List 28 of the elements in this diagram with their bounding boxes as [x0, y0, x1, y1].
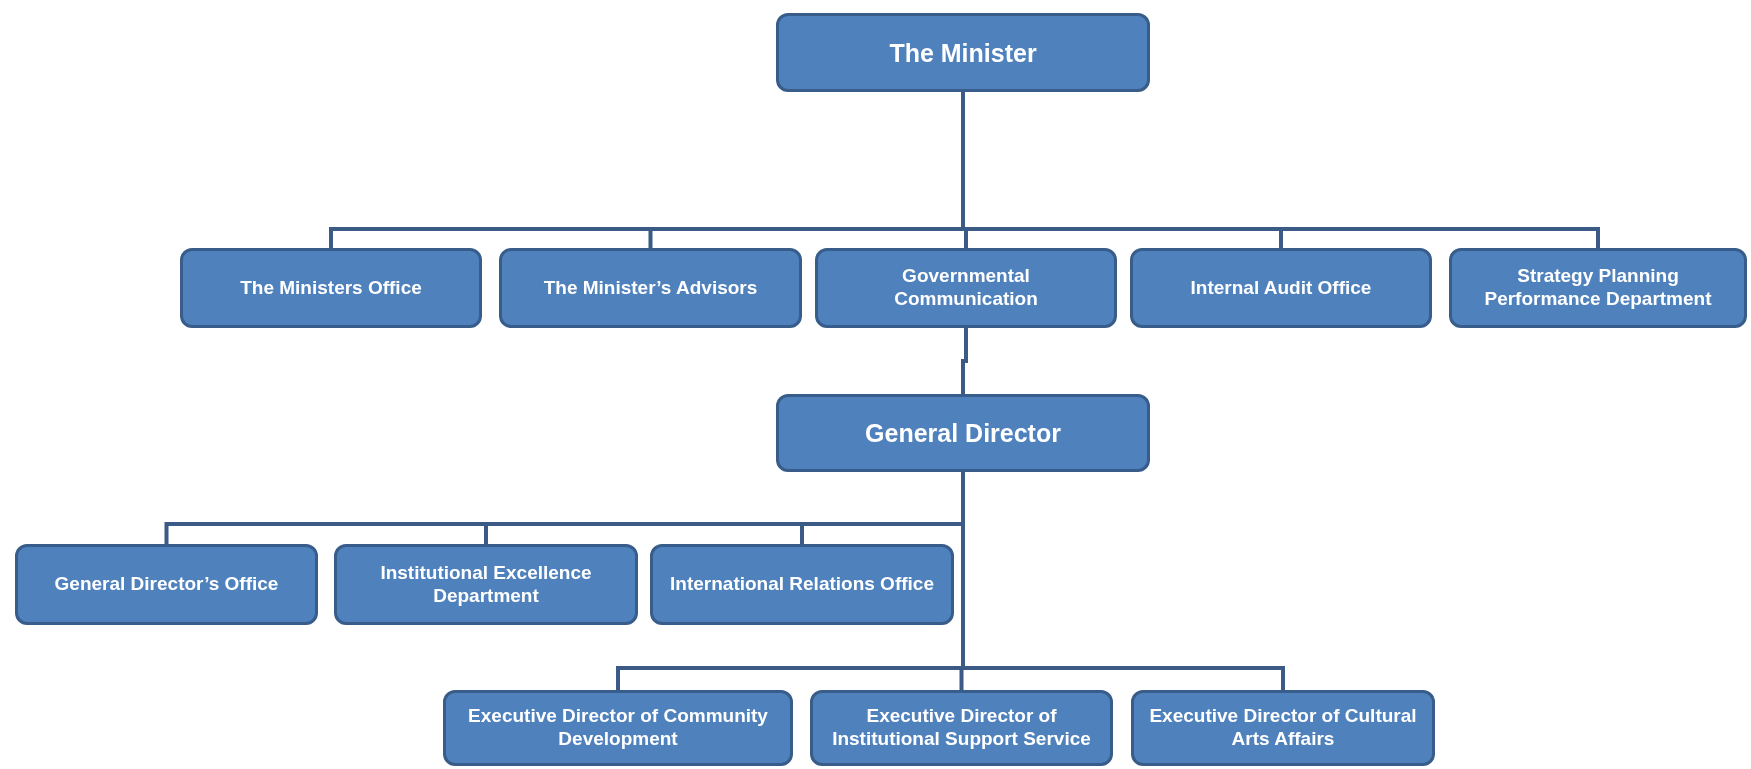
org-unit-box — [499, 248, 802, 328]
org-unit-box — [1131, 690, 1435, 766]
unit-title: General Director — [865, 418, 1061, 448]
connector-line — [961, 328, 968, 394]
unit-title: The Minister — [889, 37, 1037, 68]
org-unit-box — [776, 13, 1150, 92]
unit-title: General Director’s Office — [54, 573, 279, 596]
unit-title: Strategy Planning Performance Department — [1483, 265, 1713, 311]
org-unit-box — [650, 544, 954, 625]
unit-title: International Relations Office — [670, 573, 934, 596]
org-unit-box — [815, 248, 1117, 328]
unit-title: Institutional Excellence Department — [379, 561, 593, 608]
unit-title: Internal Audit Office — [1190, 276, 1372, 300]
org-unit-box — [15, 544, 318, 625]
unit-title: The Ministers Office — [240, 276, 422, 300]
org-unit-box — [1449, 248, 1747, 328]
org-unit-box — [180, 248, 482, 328]
unit-title: Executive Director of Community Development — [467, 705, 769, 751]
org-unit-box — [776, 394, 1150, 472]
unit-title: Executive Director of Cultural Arts Affairs — [1148, 705, 1418, 751]
org-unit-box — [810, 690, 1113, 766]
org-unit-box — [334, 544, 638, 625]
unit-title: The Minister’s Advisors — [543, 276, 758, 300]
org-unit-box — [443, 690, 793, 766]
org-unit-box — [1130, 248, 1432, 328]
unit-title: Executive Director of Institutional Support Service — [831, 705, 1092, 751]
unit-title: Governmental Communication — [893, 265, 1039, 311]
connector-line — [961, 472, 1285, 690]
